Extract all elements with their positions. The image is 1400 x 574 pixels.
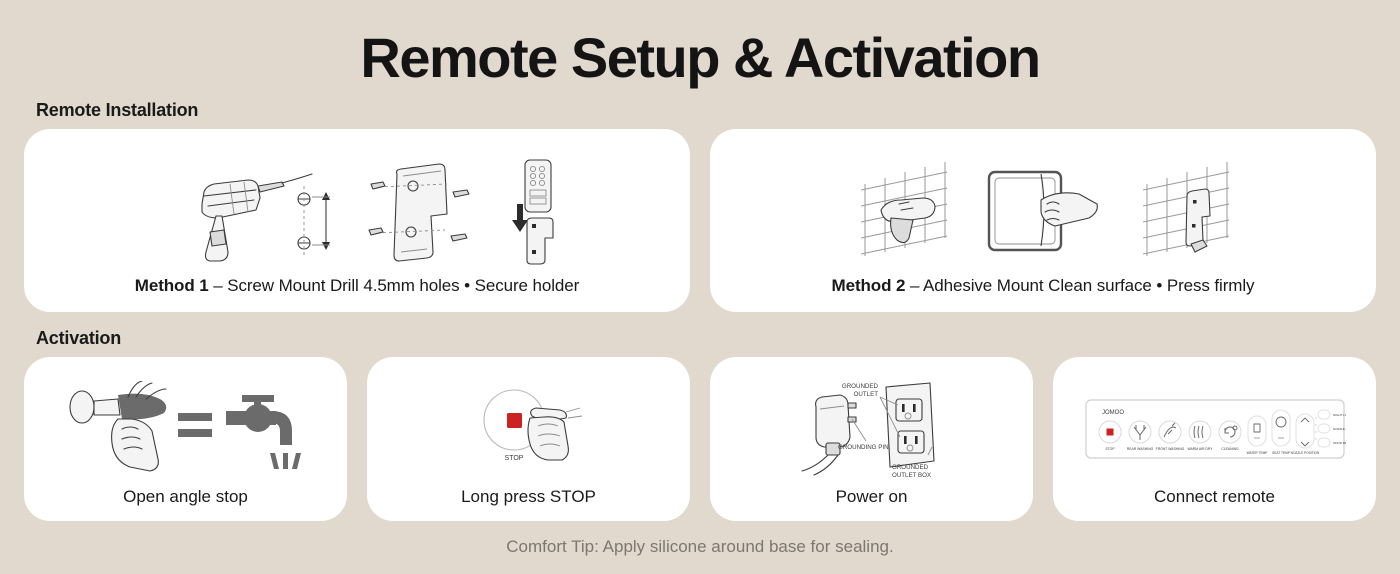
method-2-label: Method 2 — [831, 276, 906, 295]
svg-text:ODOR REMOVE: ODOR REMOVE — [1333, 441, 1346, 445]
svg-text:CLEANING: CLEANING — [1221, 447, 1239, 451]
comfort-tip-footer: Comfort Tip: Apply silicone around base … — [506, 537, 894, 556]
svg-text:NOZZLE CLEAN: NOZZLE CLEAN — [1333, 427, 1346, 431]
method-card-1[interactable]: Method 1 – Screw Mount Drill 4.5mm holes… — [24, 129, 690, 312]
step-3-illustration: GROUNDED OUTLET GROUNDING PIN GROUNDED O… — [722, 371, 1021, 487]
page-title: Remote Setup & Activation — [360, 26, 1041, 89]
method-1-text: Screw Mount Drill 4.5mm holes • Secure h… — [227, 276, 580, 295]
label-grounded-outlet-line2: OUTLET — [853, 391, 878, 398]
method-1-illustrations — [40, 147, 674, 276]
remote-control-panel-icon: JOMOO STOP REAR WASHING FRONT WASHING WA… — [1084, 399, 1346, 459]
step-4-caption: Connect remote — [1154, 487, 1275, 506]
bracket-screw-mount-icon — [367, 162, 470, 262]
installation-methods-row: Method 1 – Screw Mount Drill 4.5mm holes… — [0, 129, 1400, 312]
press-stop-button-icon: STOP — [482, 389, 582, 462]
step-card-long-press-stop[interactable]: STOP Long press STOP — [367, 357, 690, 521]
step-card-power-on[interactable]: GROUNDED OUTLET GROUNDING PIN GROUNDED O… — [710, 357, 1033, 521]
svg-text:FRONT WASHING: FRONT WASHING — [1155, 447, 1184, 451]
drill-hole-spacing-icon — [200, 172, 330, 262]
section-heading-installation: Remote Installation — [36, 100, 199, 120]
method-2-illustrations — [726, 147, 1360, 276]
method-1-label: Method 1 — [134, 276, 209, 295]
peel-adhesive-backing-icon — [987, 170, 1098, 251]
svg-text:WATER TEMP: WATER TEMP — [1246, 451, 1267, 455]
stop-button-label: STOP — [504, 455, 523, 462]
step-card-connect-remote[interactable]: JOMOO STOP REAR WASHING FRONT WASHING WA… — [1053, 357, 1376, 521]
method-2-caption: Method 2 – Adhesive Mount Clean surface … — [832, 276, 1255, 296]
svg-text:STOP: STOP — [1105, 447, 1115, 451]
method-card-2[interactable]: Method 2 – Adhesive Mount Clean surface … — [710, 129, 1376, 312]
method-1-dash: – — [213, 276, 223, 295]
press-holder-on-wall-icon — [1142, 161, 1230, 256]
clean-tile-wall-icon — [860, 161, 948, 256]
method-2-dash: – — [909, 276, 920, 295]
svg-text:NOZZLE POSITION: NOZZLE POSITION — [1290, 451, 1319, 455]
activation-steps-row: Open angle stop STOP Long — [0, 357, 1400, 521]
label-grounded-outlet-box-line2: OUTLET BOX — [892, 472, 931, 479]
label-grounding-pin: GROUNDING PIN — [838, 444, 889, 451]
svg-text:REAR WASHING: REAR WASHING — [1126, 447, 1153, 451]
step-1-illustration — [36, 371, 335, 487]
remote-brand-label: JOMOO — [1102, 410, 1124, 416]
step-card-open-angle-stop[interactable]: Open angle stop — [24, 357, 347, 521]
method-1-caption: Method 1 – Screw Mount Drill 4.5mm holes… — [134, 276, 580, 296]
label-grounded-outlet-line1: GROUNDED — [841, 383, 878, 390]
step-2-caption: Long press STOP — [461, 487, 596, 506]
step-2-illustration: STOP — [379, 371, 678, 487]
grounded-outlet-plug-icon: GROUNDED OUTLET GROUNDING PIN GROUNDED O… — [800, 382, 935, 479]
step-3-caption: Power on — [835, 487, 908, 506]
step-4-illustration: JOMOO STOP REAR WASHING FRONT WASHING WA… — [1065, 371, 1364, 487]
svg-text:SEAT TEMP: SEAT TEMP — [1272, 451, 1290, 455]
svg-text:WARM AIR DRY: WARM AIR DRY — [1187, 447, 1213, 451]
section-heading-activation: Activation — [36, 328, 122, 348]
angle-valve-equals-faucet-icon — [68, 381, 301, 472]
method-2-text: Adhesive Mount Clean surface • Press fir… — [923, 276, 1255, 295]
remote-slide-into-holder-icon — [511, 158, 554, 265]
label-grounded-outlet-box-line1: GROUNDED — [892, 464, 929, 471]
svg-text:NIGHT LIGHT: NIGHT LIGHT — [1333, 413, 1346, 417]
step-1-caption: Open angle stop — [123, 487, 248, 506]
